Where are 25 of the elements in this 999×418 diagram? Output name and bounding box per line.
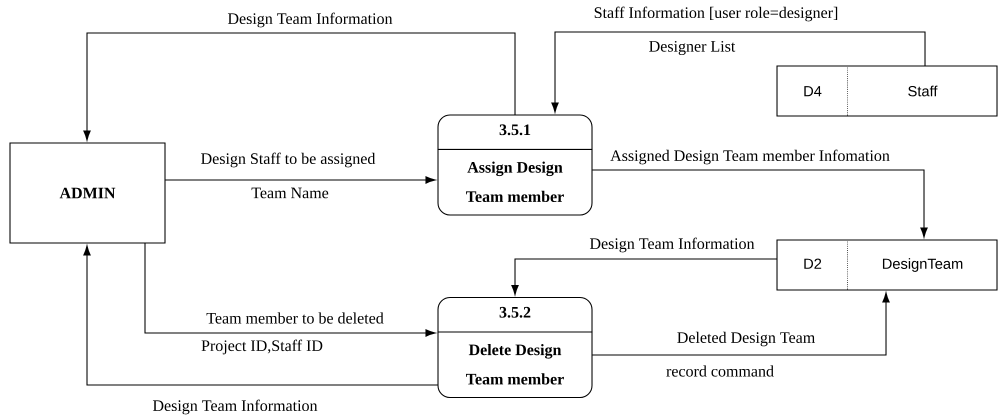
arrow bbox=[511, 258, 776, 296]
process-box: 3.5.1 Assign Design Team member bbox=[437, 114, 593, 216]
edge-label: Design Staff to be assigned bbox=[199, 151, 377, 169]
edge-label: Design Team Information bbox=[151, 398, 319, 416]
flow-label: Designer List bbox=[647, 40, 737, 56]
edge-label: Deleted Design Team bbox=[675, 330, 817, 348]
data-store: D2 DesignTeam bbox=[776, 239, 998, 291]
arrow bbox=[144, 244, 436, 337]
process-box: 3.5.2 Delete Design Team member bbox=[437, 296, 593, 398]
flow-label: record command bbox=[664, 364, 776, 378]
entity-box: ADMIN bbox=[9, 142, 166, 244]
edge-label: Design Team Information bbox=[226, 11, 394, 29]
data-store: D4 Staff bbox=[776, 65, 998, 117]
arrow bbox=[592, 169, 928, 238]
edge-label: Team member to be deleted bbox=[204, 311, 386, 325]
arrow bbox=[592, 292, 890, 356]
edge-label: Assigned Design Team member Infomation bbox=[608, 148, 892, 166]
edge-label: Staff Information [user role=designer] bbox=[592, 5, 840, 23]
arrow bbox=[83, 32, 516, 141]
arrow bbox=[83, 245, 438, 386]
flow-label: Team Name bbox=[250, 186, 330, 200]
arrow bbox=[551, 31, 926, 113]
arrow bbox=[166, 176, 436, 184]
flow-label: Project ID,Staff ID bbox=[200, 338, 324, 356]
edge-label: Design Team Information bbox=[588, 236, 756, 254]
